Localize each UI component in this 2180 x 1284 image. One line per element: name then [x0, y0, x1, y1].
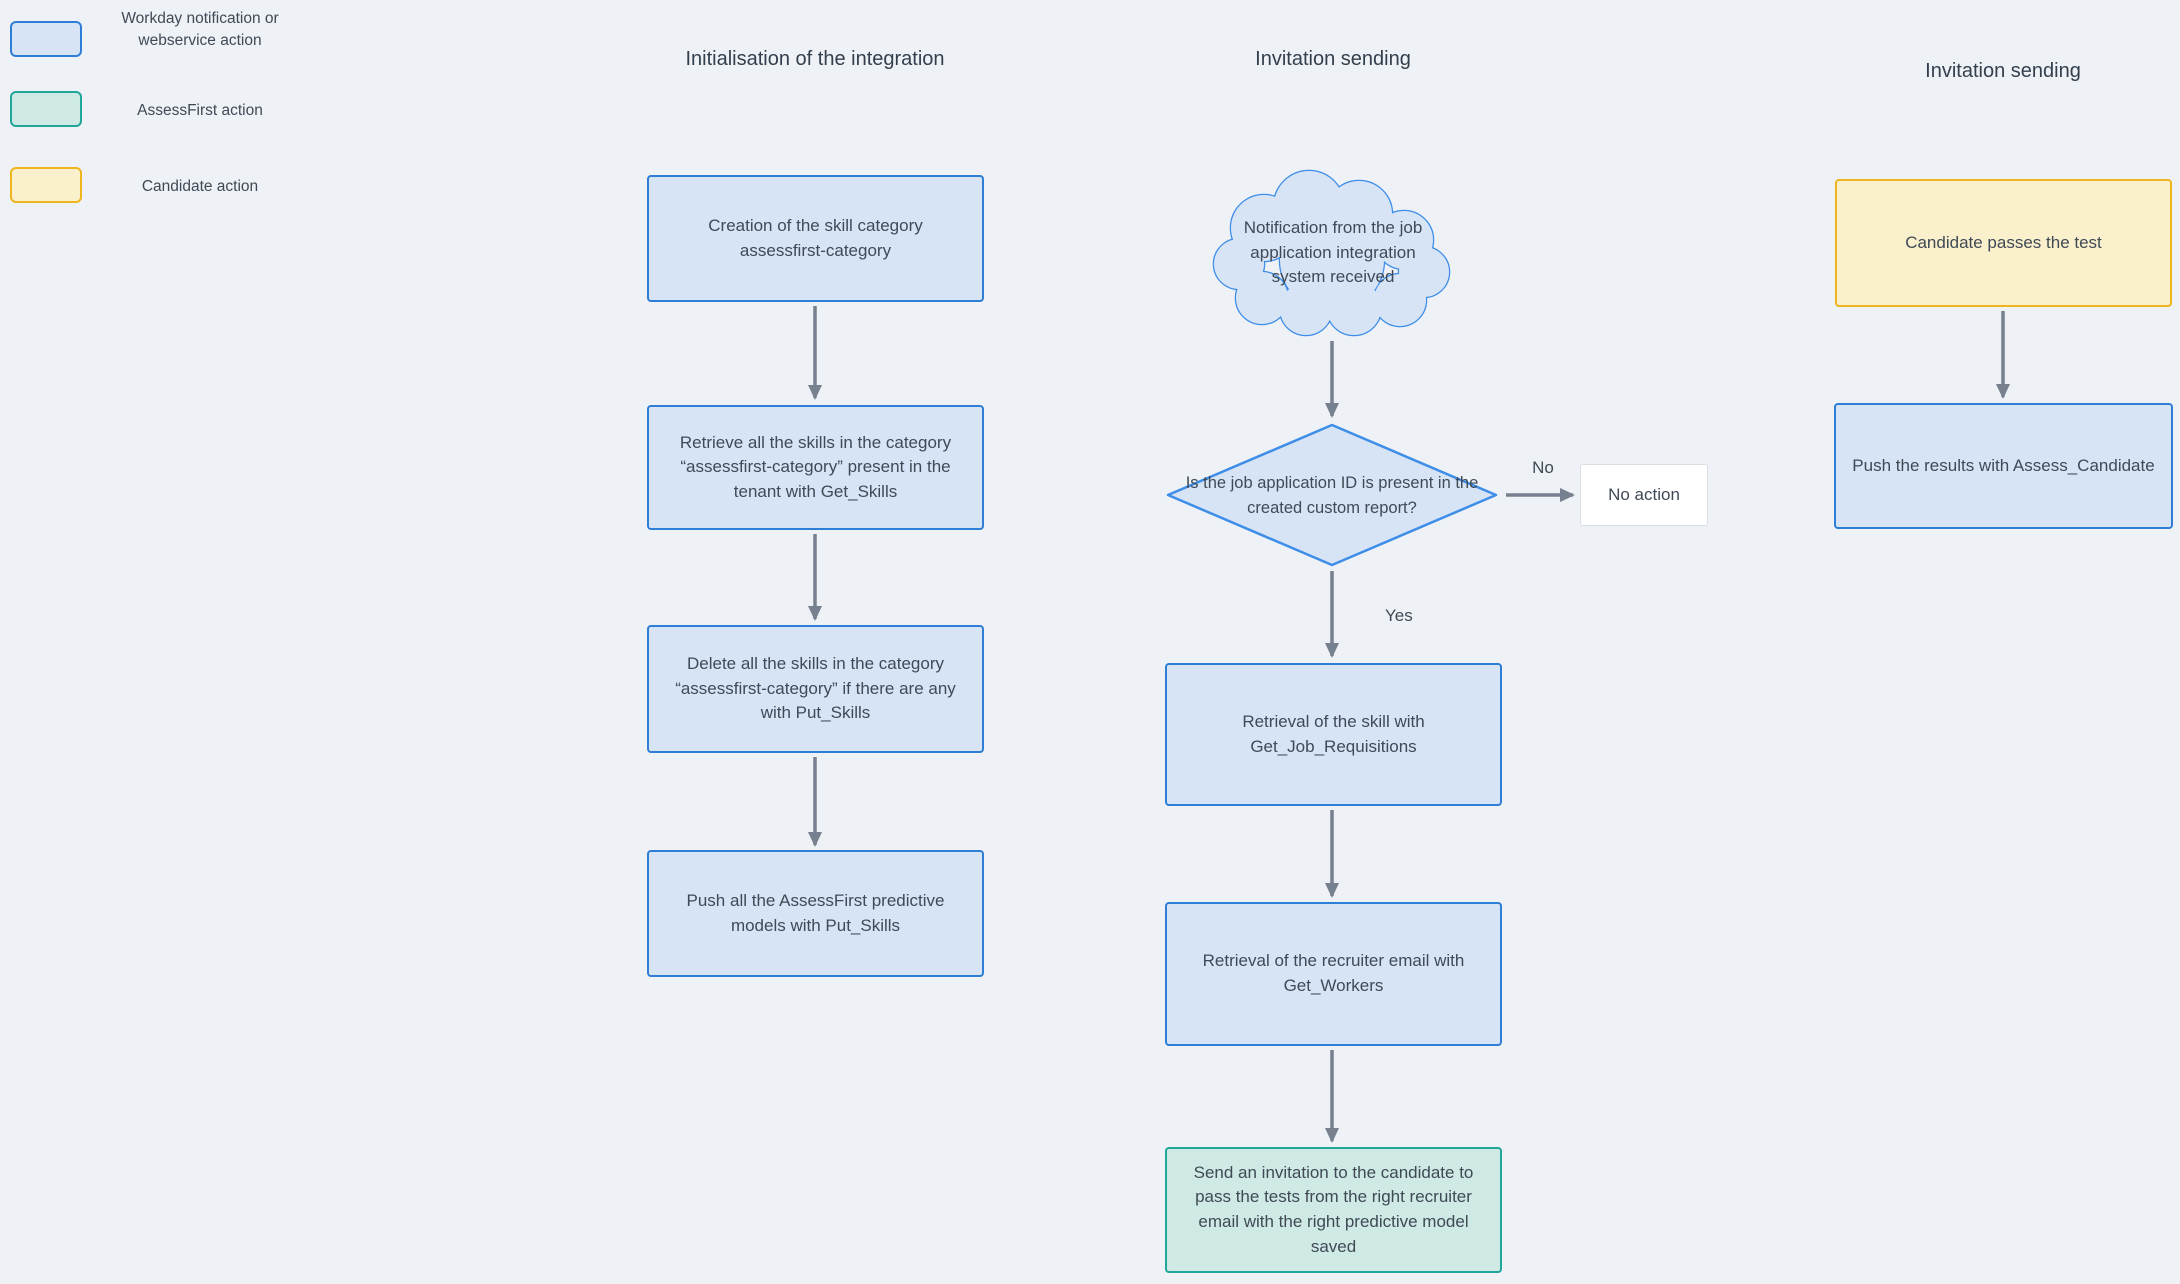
- edge-label-yes: Yes: [1385, 606, 1413, 625]
- step-no-action-label: No action: [1608, 484, 1680, 504]
- step-push-predictive-models-label: Push all the AssessFirst predictive mode…: [686, 890, 945, 935]
- step-retrieve-skills-label: Retrieve all the skills in the category …: [679, 432, 952, 501]
- legend-label-candidate: Candidate action: [141, 178, 259, 195]
- step-push-predictive-models: Push all the AssessFirst predictive mode…: [647, 850, 984, 977]
- edge-label-no: No: [1532, 458, 1554, 477]
- step-retrieve-skill-requisitions-label: Retrieval of the skill with Get_Job_Requ…: [1242, 711, 1425, 756]
- step-candidate-passes-test: Candidate passes the test: [1835, 179, 2172, 307]
- step-candidate-passes-test-label: Candidate passes the test: [1905, 232, 2102, 252]
- column-title-initialisation: Initialisation of the integration: [685, 48, 945, 70]
- legend-label-assessfirst: AssessFirst action: [137, 102, 263, 119]
- step-send-invitation: Send an invitation to the candidate to p…: [1165, 1147, 1502, 1273]
- step-retrieve-skills: Retrieve all the skills in the category …: [647, 405, 984, 530]
- step-retrieve-skill-requisitions: Retrieval of the skill with Get_Job_Requ…: [1165, 663, 1502, 806]
- step-push-results: Push the results with Assess_Candidate: [1834, 403, 2173, 529]
- legend-swatch-assessfirst: [10, 91, 82, 127]
- step-send-invitation-label: Send an invitation to the candidate to p…: [1193, 1162, 1474, 1256]
- step-retrieve-recruiter-email-label: Retrieval of the recruiter email with Ge…: [1202, 951, 1465, 995]
- legend-swatch-candidate: [10, 167, 82, 203]
- step-no-action: No action: [1580, 464, 1708, 526]
- cloud-notification-label: Notification from the job application in…: [1243, 218, 1423, 287]
- step-delete-skills: Delete all the skills in the category “a…: [647, 625, 984, 753]
- step-create-skill-category-label: Creation of the skill category assessfir…: [708, 215, 923, 260]
- legend-label-workday: Workday notification or webservice actio…: [121, 10, 279, 50]
- column-title-invitation-sending: Invitation sending: [1255, 48, 1411, 70]
- legend-swatch-workday: [10, 21, 82, 57]
- decision-job-application-label: Is the job application ID is present in …: [1185, 474, 1479, 517]
- step-delete-skills-label: Delete all the skills in the category “a…: [675, 654, 956, 723]
- step-push-results-label: Push the results with Assess_Candidate: [1852, 455, 2155, 475]
- step-retrieve-recruiter-email: Retrieval of the recruiter email with Ge…: [1165, 902, 1502, 1046]
- cloud-notification-shape: [1212, 169, 1451, 337]
- column-title-invitation-sending-results: Invitation sending: [1925, 60, 2081, 82]
- step-create-skill-category: Creation of the skill category assessfir…: [647, 175, 984, 302]
